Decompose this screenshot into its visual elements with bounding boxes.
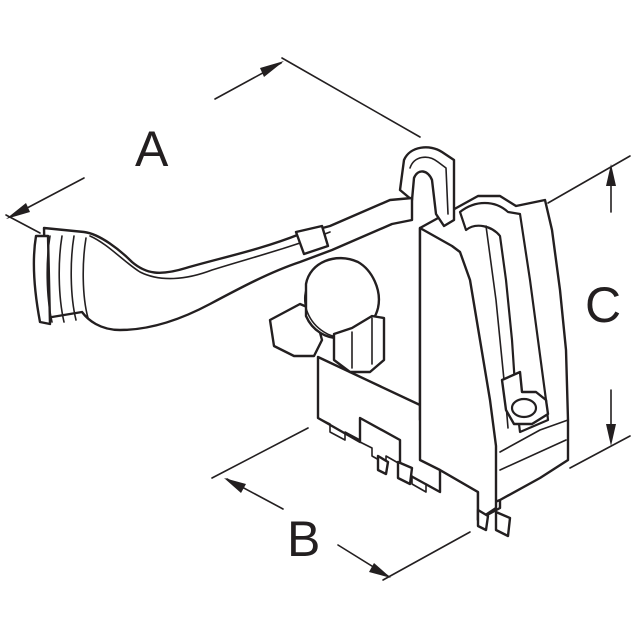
dim-c-label: C (585, 277, 621, 333)
pin-mid (396, 460, 414, 486)
dim-c-arrow-bottom (606, 424, 616, 446)
hinge-cylinder (304, 257, 381, 340)
lever-shoulder-tab (294, 224, 330, 256)
housing-front-face (418, 226, 498, 522)
dim-c-extension-bottom (569, 435, 631, 469)
dim-b-extension-left (211, 427, 309, 479)
dim-c-arrow-top (606, 164, 616, 186)
lever-grip-rib-4 (82, 237, 89, 319)
lever-arm-edge-line (89, 231, 331, 280)
contact-spring (510, 397, 538, 419)
housing-right-step (499, 419, 569, 471)
holder-body (316, 194, 570, 538)
back-clip-body (398, 146, 456, 228)
back-clip-inner-line (409, 156, 449, 215)
lever-arm (32, 196, 414, 332)
lever-grip-rib-2 (58, 235, 65, 323)
lever-grip-end (32, 234, 52, 326)
dim-a-label: A (135, 121, 169, 177)
lever-grip-rib-1 (46, 235, 53, 323)
pin-front-left (476, 508, 490, 532)
dimension-c: C (547, 155, 631, 469)
pin-front-right (494, 510, 512, 538)
back-clip (398, 146, 456, 228)
dim-a-extension-left (5, 214, 41, 234)
dim-b-extension-right (382, 531, 471, 581)
hinge-post-line (351, 317, 373, 369)
dimension-b: B (211, 427, 471, 581)
dim-c-extension-top (547, 155, 631, 204)
housing-inner-slot (458, 201, 550, 434)
lever-grip-rib-3 (70, 235, 77, 321)
dim-a-arrow-left (6, 203, 30, 219)
pin-left (376, 454, 390, 476)
hinge (268, 257, 386, 374)
dim-a-extension-right (281, 57, 421, 138)
dim-b-arrow-right (369, 563, 391, 578)
dim-b-label: B (287, 511, 320, 567)
dim-a-arrow-right (260, 61, 284, 77)
dim-b-arrow-left (224, 478, 246, 493)
dimension-a: A (5, 57, 421, 234)
